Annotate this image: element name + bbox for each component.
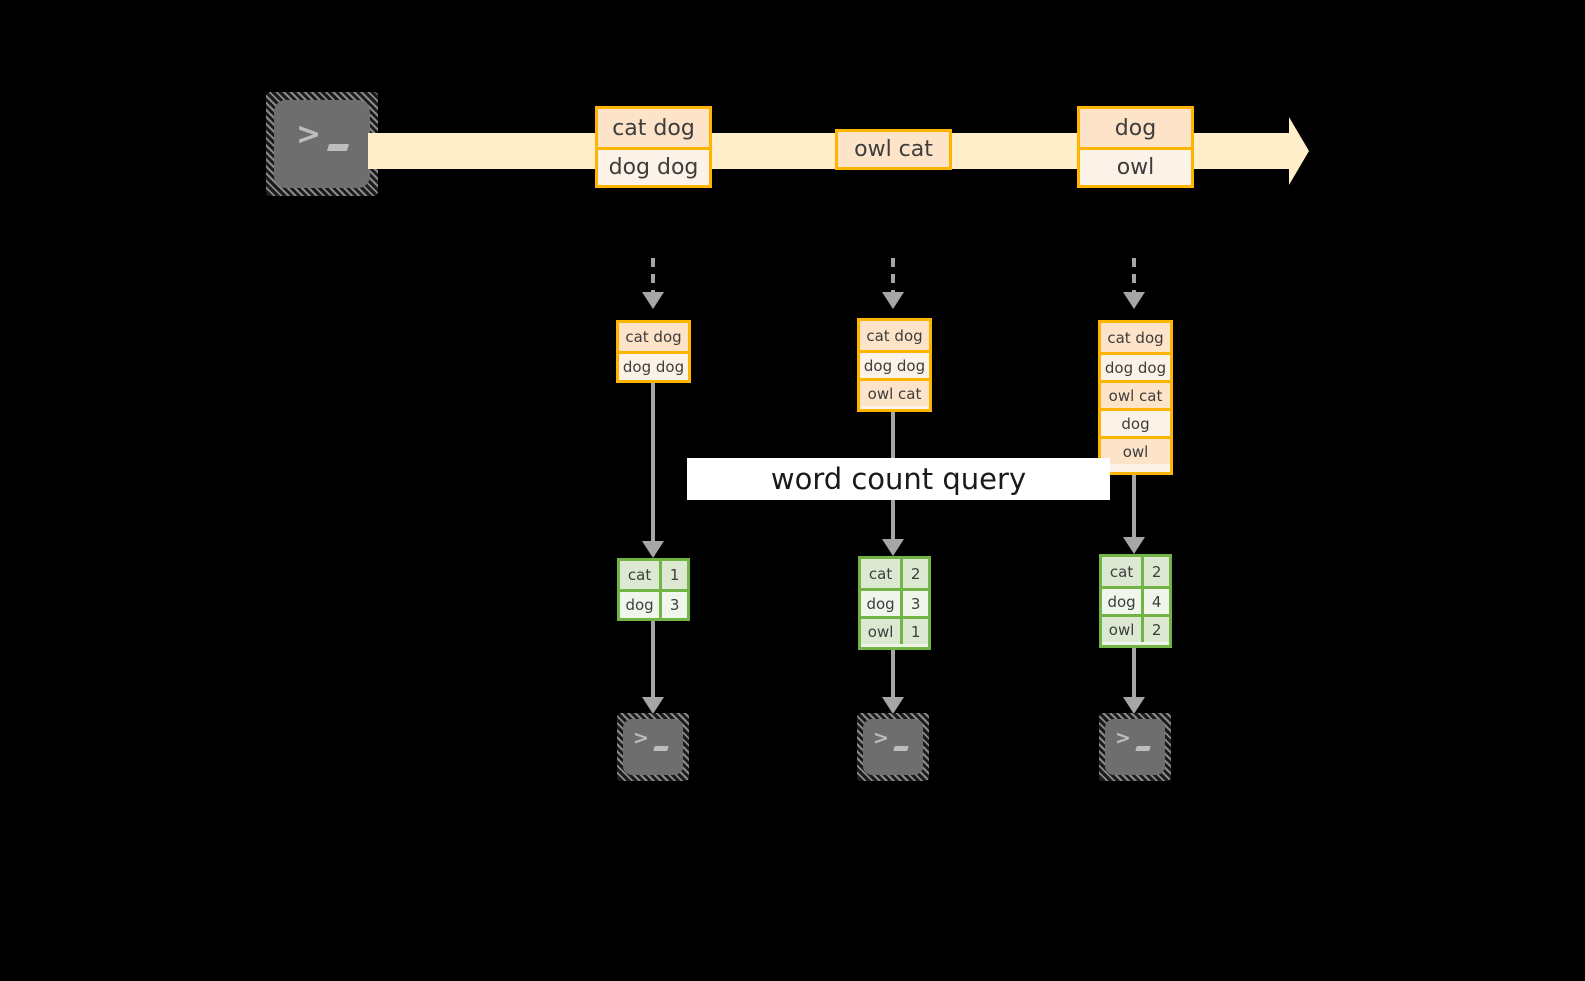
terminal-body: [274, 100, 370, 188]
snapshot-trigger-connector: [651, 258, 655, 292]
message-row: dog dog: [598, 147, 709, 185]
result-row: dog 3: [861, 588, 928, 616]
result-word-cell: dog: [620, 592, 663, 618]
snapshot-input-row: owl cat: [1101, 380, 1170, 408]
terminal-cursor-glyph: [1135, 746, 1151, 751]
snapshot-input-table[interactable]: cat dog dog dog owl cat dog owl: [1098, 320, 1173, 475]
terminal-prompt-glyph: >: [873, 727, 889, 749]
query-connector-arrowhead: [642, 541, 664, 558]
word-count-query-banner: word count query: [687, 458, 1110, 500]
query-connector: [651, 383, 655, 551]
snapshot-input-row: cat dog: [1101, 323, 1170, 352]
word-count-result-table[interactable]: cat 2 dog 3 owl 1: [858, 556, 931, 650]
snapshot-input-row: dog dog: [1101, 352, 1170, 380]
result-count-cell: 1: [662, 561, 687, 589]
sink-connector-arrowhead: [882, 697, 904, 714]
query-connector-arrowhead: [882, 539, 904, 556]
sink-terminal-icon: >: [857, 713, 929, 781]
snapshot-trigger-arrowhead: [882, 292, 904, 309]
snapshot-input-row: dog: [1101, 408, 1170, 436]
word-count-result-table[interactable]: cat 1 dog 3: [617, 558, 690, 621]
result-row: cat 1: [620, 561, 687, 589]
terminal-body: [623, 719, 683, 775]
query-connector-arrowhead: [1123, 537, 1145, 554]
message-row: owl: [1080, 147, 1191, 185]
result-word-cell: dog: [1102, 589, 1145, 614]
snapshot-input-row: cat dog: [619, 323, 688, 351]
stream-message[interactable]: dog owl: [1077, 106, 1194, 188]
result-word-cell: cat: [620, 561, 663, 589]
result-count-cell: 4: [1144, 589, 1169, 614]
result-row: dog 4: [1102, 586, 1169, 614]
stream-message[interactable]: cat dog dog dog: [595, 106, 712, 188]
snapshot-input-row: cat dog: [860, 321, 929, 350]
terminal-prompt-glyph: >: [633, 727, 649, 749]
word-count-result-table[interactable]: cat 2 dog 4 owl 2: [1099, 554, 1172, 648]
terminal-body: [1105, 719, 1165, 775]
snapshot-trigger-connector: [1132, 258, 1136, 292]
result-count-cell: 3: [662, 592, 687, 618]
result-row: owl 1: [861, 616, 928, 644]
snapshot-input-row: dog dog: [619, 351, 688, 380]
result-count-cell: 1: [903, 619, 928, 644]
snapshot-input-row: owl cat: [860, 378, 929, 406]
terminal-cursor-glyph: [893, 746, 909, 751]
result-count-cell: 2: [1144, 557, 1169, 586]
snapshot-trigger-arrowhead: [1123, 292, 1145, 309]
result-row: cat 2: [1102, 557, 1169, 586]
stream-message[interactable]: owl cat: [835, 129, 952, 170]
snapshot-input-table[interactable]: cat dog dog dog: [616, 320, 691, 383]
sink-connector-arrowhead: [642, 697, 664, 714]
terminal-prompt-glyph: >: [296, 117, 322, 152]
sink-terminal-icon: >: [1099, 713, 1171, 781]
snapshot-trigger-arrowhead: [642, 292, 664, 309]
snapshot-input-row: owl: [1101, 436, 1170, 464]
result-word-cell: dog: [861, 591, 904, 616]
stream-arrowhead: [1289, 117, 1309, 185]
result-word-cell: owl: [861, 619, 904, 644]
terminal-body: [863, 719, 923, 775]
result-row: owl 2: [1102, 614, 1169, 642]
snapshot-input-row: dog dog: [860, 350, 929, 378]
result-word-cell: owl: [1102, 617, 1145, 642]
sink-connector: [891, 650, 895, 697]
sink-terminal-icon: >: [617, 713, 689, 781]
result-word-cell: cat: [1102, 557, 1145, 586]
snapshot-input-table[interactable]: cat dog dog dog owl cat: [857, 318, 932, 412]
result-row: dog 3: [620, 589, 687, 618]
message-row: cat dog: [598, 109, 709, 147]
snapshot-trigger-connector: [891, 258, 895, 292]
terminal-prompt-glyph: >: [1115, 727, 1131, 749]
message-row: owl cat: [838, 132, 949, 167]
message-row: dog: [1080, 109, 1191, 147]
sink-connector-arrowhead: [1123, 697, 1145, 714]
terminal-cursor-glyph: [326, 144, 350, 151]
result-word-cell: cat: [861, 559, 904, 588]
result-count-cell: 3: [903, 591, 928, 616]
query-connector: [1132, 475, 1136, 547]
result-count-cell: 2: [1144, 617, 1169, 642]
sink-connector: [1132, 648, 1136, 697]
result-row: cat 2: [861, 559, 928, 588]
sink-connector: [651, 621, 655, 697]
terminal-cursor-glyph: [653, 746, 669, 751]
source-terminal-icon: >: [266, 92, 378, 196]
result-count-cell: 2: [903, 559, 928, 588]
